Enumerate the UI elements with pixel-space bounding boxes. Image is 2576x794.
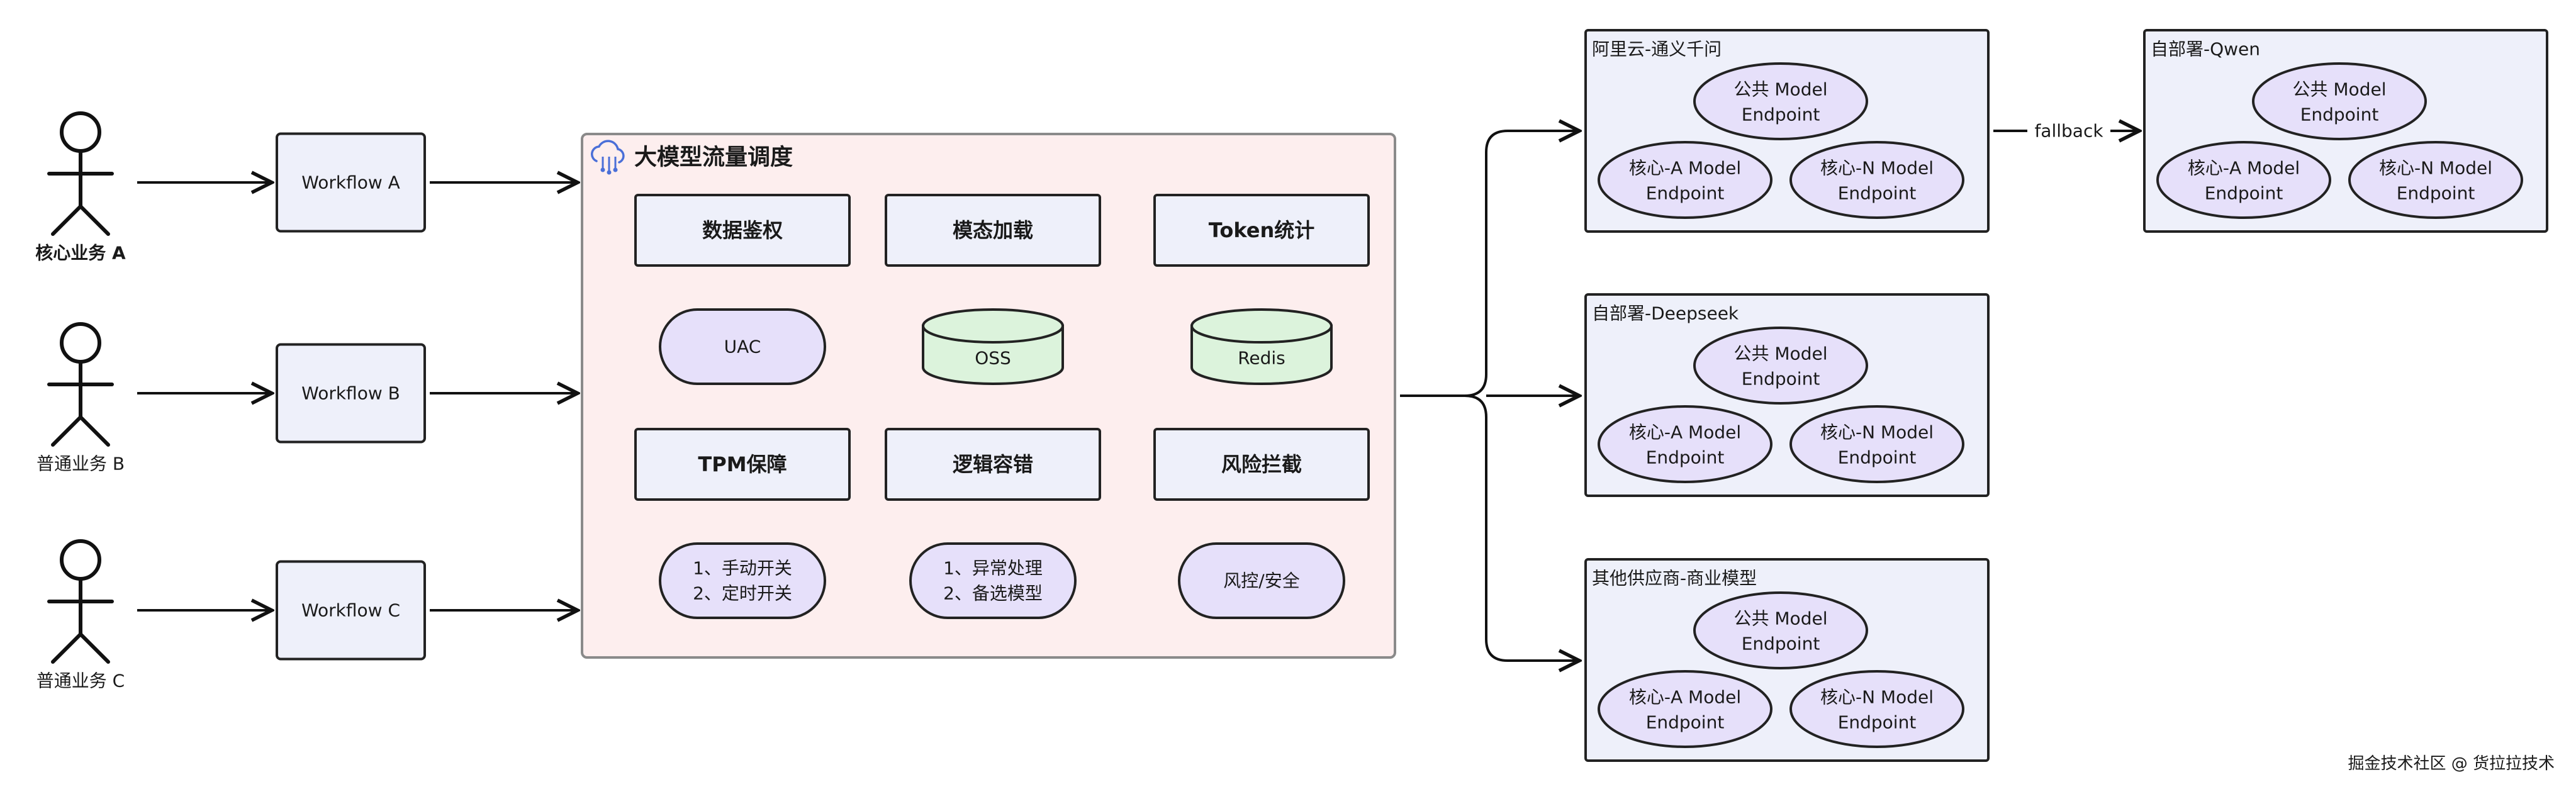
modal-load-label: 模态加载 <box>953 218 1033 242</box>
risk-interception-target-text: 风控/安全 <box>1223 571 1299 591</box>
endpoint-label: 核心-N Model <box>1820 422 1934 443</box>
actor-c-figure <box>47 539 114 664</box>
data-auth-label: 数据鉴权 <box>702 218 783 242</box>
token-stats-label: Token统计 <box>1209 218 1314 242</box>
actor-label: 核心业务 A <box>35 243 126 264</box>
other-commercial-endpoint-0 <box>1693 591 1868 669</box>
endpoint-label: 公共 Model <box>1734 344 1828 364</box>
cloud-network-icon <box>591 140 625 175</box>
endpoint-label: 核心-A Model <box>1629 422 1741 443</box>
logic-fault-tolerance-target-pill <box>909 542 1077 619</box>
endpoint-label: Endpoint <box>1838 183 1917 204</box>
modal-load-target-text: OSS <box>975 348 1011 369</box>
self-deepseek-provider-title: 自部署-Deepseek <box>1592 303 1739 324</box>
endpoint-label: 公共 Model <box>1734 608 1828 629</box>
edge-to-other-commercial <box>1464 394 1579 661</box>
endpoint-label: Endpoint <box>1646 712 1725 733</box>
workflow-a-label: Workflow A <box>301 172 400 193</box>
modal-load-box <box>885 194 1101 267</box>
self-qwen-provider-title: 自部署-Qwen <box>2151 39 2260 60</box>
aliyun-tongyi-endpoint-0 <box>1693 62 1868 140</box>
endpoint-label: 核心-N Model <box>1820 158 1934 179</box>
tpm-guarantee-target-pill <box>659 542 826 619</box>
other-commercial-endpoint-2 <box>1789 670 1964 748</box>
self-deepseek-endpoint-2 <box>1789 405 1964 483</box>
other-commercial-provider-title: 其他供应商-商业模型 <box>1592 568 1757 589</box>
actor-label: 普通业务 B <box>36 454 125 474</box>
endpoint-label: Endpoint <box>1742 104 1820 125</box>
fallback-label: fallback <box>2034 121 2103 142</box>
endpoint-label: Endpoint <box>1646 447 1725 468</box>
modal-load-target-cylinder <box>922 308 1064 385</box>
endpoint-label: Endpoint <box>2397 183 2475 204</box>
workflow-a-box <box>276 132 426 233</box>
endpoint-label: 公共 Model <box>1734 79 1828 100</box>
self-deepseek-endpoint-0 <box>1693 327 1868 405</box>
endpoint-label: Endpoint <box>1742 369 1820 389</box>
self-deepseek-endpoint-1 <box>1598 405 1772 483</box>
tpm-guarantee-box <box>634 428 851 501</box>
scheduler-title: 大模型流量调度 <box>634 145 793 171</box>
tpm-guarantee-target-text: 1、手动开关 <box>693 558 792 579</box>
other-commercial-endpoint-1 <box>1598 670 1772 748</box>
data-auth-box <box>634 194 851 267</box>
self-qwen-endpoint-1 <box>2156 141 2331 219</box>
risk-interception-label: 风险拦截 <box>1221 452 1302 476</box>
edge-to-aliyun-tongyi <box>1464 131 1579 397</box>
actor-a-figure <box>47 111 114 236</box>
endpoint-label: 核心-N Model <box>2379 158 2492 179</box>
endpoint-label: 核心-A Model <box>2188 158 2300 179</box>
endpoint-label: 核心-A Model <box>1629 687 1741 708</box>
logic-fault-tolerance-target-text: 1、异常处理 <box>943 558 1043 579</box>
workflow-c-label: Workflow C <box>301 600 400 621</box>
aliyun-tongyi-provider-title: 阿里云-通义千问 <box>1592 39 1722 60</box>
token-stats-target-text: Redis <box>1238 348 1285 369</box>
actor-label: 普通业务 C <box>36 671 125 691</box>
endpoint-label: Endpoint <box>2300 104 2379 125</box>
tpm-guarantee-label: TPM保障 <box>698 452 787 476</box>
self-qwen-endpoint-0 <box>2252 62 2427 140</box>
self-qwen-endpoint-2 <box>2348 141 2523 219</box>
aliyun-tongyi-endpoint-2 <box>1789 141 1964 219</box>
workflow-b-box <box>276 343 426 444</box>
risk-interception-target-pill <box>1178 542 1345 619</box>
logic-fault-tolerance-target-text: 2、备选模型 <box>943 583 1043 604</box>
risk-interception-box <box>1153 428 1370 501</box>
aliyun-tongyi-endpoint-1 <box>1598 141 1772 219</box>
endpoint-label: 核心-N Model <box>1820 687 1934 708</box>
tpm-guarantee-target-text: 2、定时开关 <box>693 583 792 604</box>
token-stats-target-cylinder <box>1190 308 1333 385</box>
endpoint-label: 公共 Model <box>2293 79 2387 100</box>
watermark-text: 掘金技术社区 @ 货拉拉技术 <box>2348 754 2555 773</box>
endpoint-label: 核心-A Model <box>1629 158 1741 179</box>
endpoint-label: Endpoint <box>1646 183 1725 204</box>
logic-fault-tolerance-box <box>885 428 1101 501</box>
workflow-b-label: Workflow B <box>301 383 400 404</box>
token-stats-box <box>1153 194 1370 267</box>
data-auth-target-text: UAC <box>724 337 761 357</box>
endpoint-label: Endpoint <box>1838 447 1917 468</box>
workflow-c-box <box>276 560 426 661</box>
endpoint-label: Endpoint <box>1838 712 1917 733</box>
data-auth-target-pill <box>659 308 826 385</box>
endpoint-label: Endpoint <box>1742 634 1820 654</box>
logic-fault-tolerance-label: 逻辑容错 <box>953 452 1033 476</box>
actor-b-figure <box>47 322 114 447</box>
endpoint-label: Endpoint <box>2205 183 2283 204</box>
